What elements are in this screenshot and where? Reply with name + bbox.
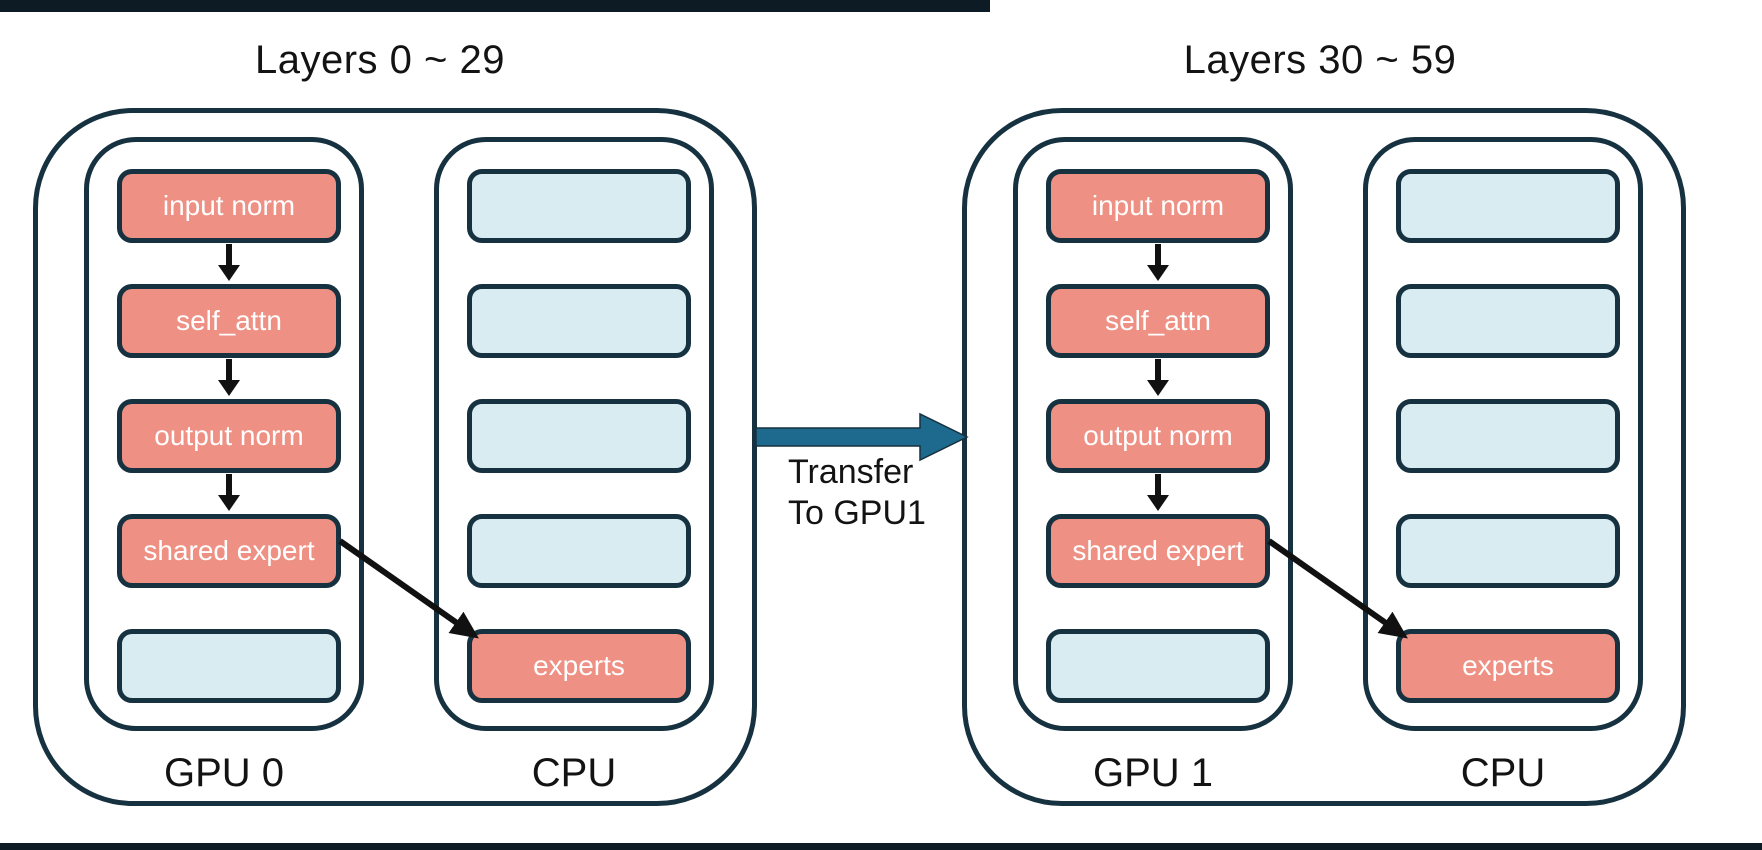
block-experts: experts: [1396, 629, 1620, 703]
layer-group-1: input norm self_attn output norm shared …: [962, 108, 1686, 806]
empty-slot: [1046, 629, 1270, 703]
flow-arrow-down-icon: [226, 474, 232, 496]
top-edge-bar: [0, 0, 990, 12]
flow-arrow-down-icon: [226, 359, 232, 381]
flow-arrow-down-icon: [1155, 244, 1161, 266]
empty-slot: [1396, 514, 1620, 588]
layer-group-0: input norm self_attn output norm shared …: [33, 108, 757, 806]
cpu-label-left: CPU: [531, 751, 617, 795]
transfer-label: Transfer To GPU1: [788, 452, 926, 534]
block-shared-expert: shared expert: [1046, 514, 1270, 588]
block-self-attn: self_attn: [117, 284, 341, 358]
empty-slot: [117, 629, 341, 703]
cpu-label-right: CPU: [1460, 751, 1546, 795]
block-experts: experts: [467, 629, 691, 703]
flow-arrow-down-icon: [1155, 359, 1161, 381]
gpu0-label: GPU 0: [163, 751, 285, 795]
block-shared-expert: shared expert: [117, 514, 341, 588]
gpu1-label: GPU 1: [1092, 751, 1214, 795]
group0-title: Layers 0 ~ 29: [255, 38, 505, 82]
empty-slot: [467, 169, 691, 243]
group1-title: Layers 30 ~ 59: [1183, 38, 1457, 82]
empty-slot: [467, 514, 691, 588]
block-output-norm: output norm: [1046, 399, 1270, 473]
bottom-edge-bar: [0, 843, 1762, 850]
empty-slot: [1396, 284, 1620, 358]
empty-slot: [467, 399, 691, 473]
transfer-label-line2: To GPU1: [788, 494, 926, 532]
block-input-norm: input norm: [1046, 169, 1270, 243]
transfer-label-line1: Transfer: [788, 453, 914, 491]
block-output-norm: output norm: [117, 399, 341, 473]
flow-arrow-down-icon: [1155, 474, 1161, 496]
empty-slot: [1396, 169, 1620, 243]
empty-slot: [1396, 399, 1620, 473]
empty-slot: [467, 284, 691, 358]
flow-arrow-down-icon: [226, 244, 232, 266]
block-self-attn: self_attn: [1046, 284, 1270, 358]
block-input-norm: input norm: [117, 169, 341, 243]
transfer-arrow-icon: [755, 412, 969, 462]
